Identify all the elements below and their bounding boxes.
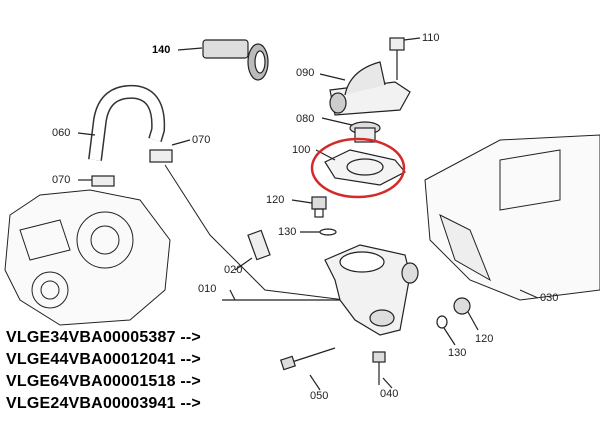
part-130-oring xyxy=(436,315,448,329)
part-040-bolt xyxy=(372,351,393,389)
callout-140: 140 xyxy=(152,44,171,56)
callout-070: 070 xyxy=(52,174,71,186)
part-120-plug xyxy=(291,196,327,218)
callout-040: 040 xyxy=(380,388,399,400)
callout-110: 110 xyxy=(422,32,440,44)
part-010-housing xyxy=(324,244,419,336)
part-050-bolt xyxy=(279,347,336,391)
callout-010: 010 xyxy=(198,283,217,295)
callout-050: 050 xyxy=(310,390,329,402)
serial-number-line: VLGE44VBA00012041 --> xyxy=(6,351,201,368)
callout-060: 060 xyxy=(52,127,71,139)
highlight-circle xyxy=(310,137,406,199)
engine-block xyxy=(424,134,600,301)
part-080-thermostat xyxy=(321,117,381,143)
part-140-fitting xyxy=(177,39,269,81)
callout-130: 130 xyxy=(278,226,297,238)
callout-090: 090 xyxy=(296,67,315,79)
part-070-clamp xyxy=(149,149,173,163)
part-120-plug xyxy=(453,297,471,315)
serial-number-line: VLGE34VBA00005387 --> xyxy=(6,329,201,346)
serial-number-line: VLGE24VBA00003941 --> xyxy=(6,395,201,412)
callout-020: 020 xyxy=(224,264,243,276)
part-100-gasket xyxy=(310,137,406,199)
part-090-elbow xyxy=(319,61,411,116)
part-130-oring xyxy=(319,228,337,236)
callout-120: 120 xyxy=(266,194,285,206)
part-060-hose xyxy=(77,84,166,161)
callout-070: 070 xyxy=(192,134,211,146)
callout-130: 130 xyxy=(448,347,467,359)
part-110-bolt xyxy=(389,37,421,80)
callout-120: 120 xyxy=(475,333,494,345)
callout-080: 080 xyxy=(296,113,315,125)
part-020-hose xyxy=(247,229,271,261)
callout-030: 030 xyxy=(540,292,559,304)
water-pump-housing xyxy=(4,189,171,326)
serial-number-line: VLGE64VBA00001518 --> xyxy=(6,373,201,390)
callout-100: 100 xyxy=(292,144,311,156)
part-070-clamp xyxy=(91,175,115,187)
